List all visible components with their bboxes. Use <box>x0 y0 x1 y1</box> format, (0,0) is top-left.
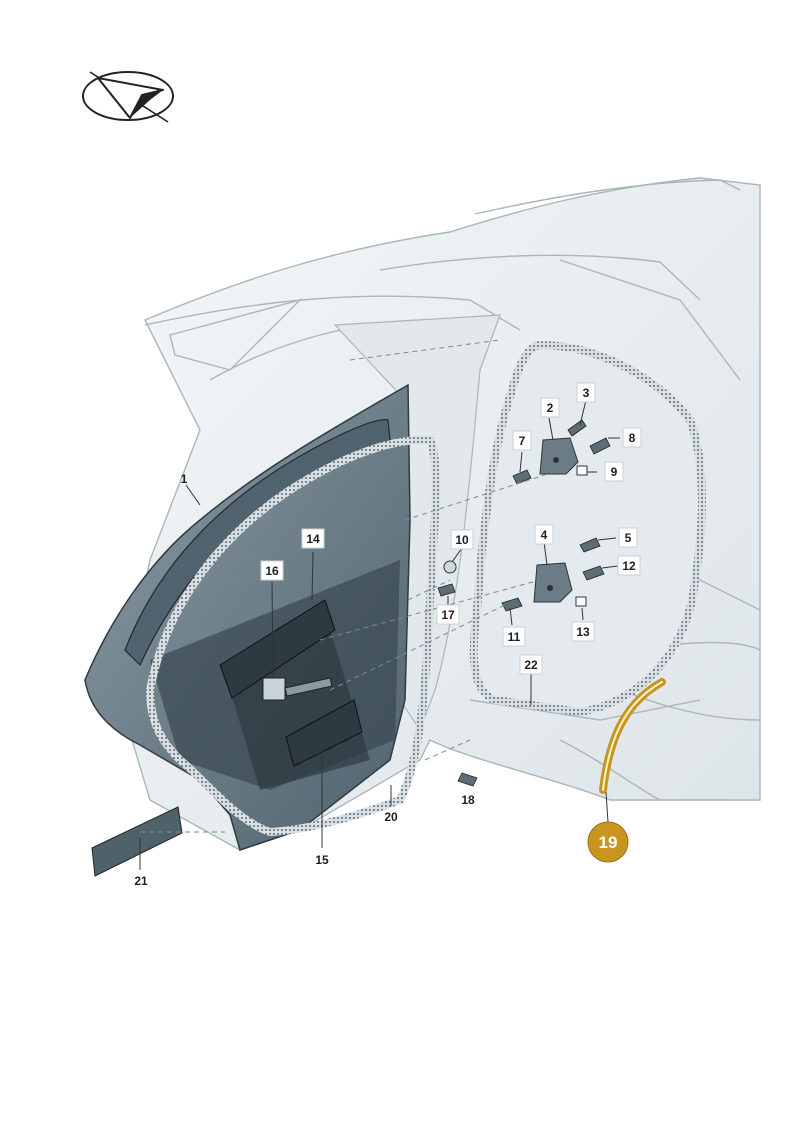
callout-5-box <box>618 527 638 548</box>
callout-15-text: 15 <box>315 853 329 867</box>
callout-22[interactable]: 22 <box>519 654 543 675</box>
callout-3-text: 3 <box>583 386 590 400</box>
callout-21-text: 21 <box>134 874 148 888</box>
callout-4-text: 4 <box>541 528 548 542</box>
callout-22-text: 22 <box>524 658 538 672</box>
callout-13-text: 13 <box>576 625 590 639</box>
callout-12-text: 12 <box>622 559 636 573</box>
callout-8[interactable]: 8 <box>622 427 642 448</box>
callout-12[interactable]: 12 <box>617 555 641 576</box>
callout-13-box <box>571 621 595 642</box>
callout-11[interactable]: 11 <box>502 626 526 647</box>
upper-hinge <box>539 437 588 476</box>
trim-strip-21 <box>91 806 183 877</box>
callout-17-box <box>436 604 460 625</box>
callout-15[interactable]: 15 <box>315 853 329 867</box>
callout-16[interactable]: 16 <box>260 560 284 581</box>
callout-22-box <box>519 654 543 675</box>
callout-9-box <box>604 461 624 482</box>
callout-20[interactable]: 20 <box>384 810 398 824</box>
plug-10 <box>443 560 457 574</box>
door-seal-front <box>145 435 440 837</box>
callout-8-text: 8 <box>629 431 636 445</box>
callout-18[interactable]: 18 <box>461 793 475 807</box>
door-seal-22 <box>469 340 706 717</box>
callout-14-text: 14 <box>306 532 320 546</box>
callout-20-text: 20 <box>384 810 398 824</box>
leader-lines <box>139 399 620 870</box>
callout-3[interactable]: 3 <box>576 382 596 403</box>
callout-7-box <box>512 430 532 451</box>
callout-3-box <box>576 382 596 403</box>
callout-10-text: 10 <box>455 533 469 547</box>
callout-16-text: 16 <box>265 564 279 578</box>
callout-17[interactable]: 17 <box>436 604 460 625</box>
callout-18-text: 18 <box>461 793 475 807</box>
callout-19-highlighted[interactable]: 19 <box>587 821 629 863</box>
callout-10-box <box>450 529 474 550</box>
callout-12-box <box>617 555 641 576</box>
callout-1[interactable]: 1 <box>181 472 188 486</box>
callout-9-text: 9 <box>611 465 618 479</box>
callout-5[interactable]: 5 <box>618 527 638 548</box>
callout-17-text: 17 <box>441 608 455 622</box>
callout-2-text: 2 <box>547 401 554 415</box>
lower-hinge <box>533 562 587 607</box>
callout-9[interactable]: 9 <box>604 461 624 482</box>
callout-7-text: 7 <box>519 434 526 448</box>
bolt-icons <box>437 419 611 787</box>
callout-5-text: 5 <box>625 531 632 545</box>
assembly-lines <box>140 339 561 833</box>
callout-14-box <box>301 528 325 549</box>
callout-7[interactable]: 7 <box>512 430 532 451</box>
callout-10[interactable]: 10 <box>450 529 474 550</box>
callout-16-box <box>260 560 284 581</box>
door-check-16 <box>262 677 333 701</box>
callout-2-box <box>540 397 560 418</box>
pad-14 <box>219 599 336 699</box>
callout-8-box <box>622 427 642 448</box>
direction-arrow-logo-icon <box>82 71 174 123</box>
callout-11-text: 11 <box>508 630 521 644</box>
callout-4[interactable]: 4 <box>534 524 554 545</box>
callout-4-box <box>534 524 554 545</box>
callout-13[interactable]: 13 <box>571 621 595 642</box>
callout-2[interactable]: 2 <box>540 397 560 418</box>
callout-14[interactable]: 14 <box>301 528 325 549</box>
pad-15 <box>285 699 363 767</box>
callout-11-box <box>502 626 526 647</box>
callout-19-text: 19 <box>599 833 618 852</box>
callout-1-text: 1 <box>181 472 188 486</box>
callout-21[interactable]: 21 <box>134 874 148 888</box>
